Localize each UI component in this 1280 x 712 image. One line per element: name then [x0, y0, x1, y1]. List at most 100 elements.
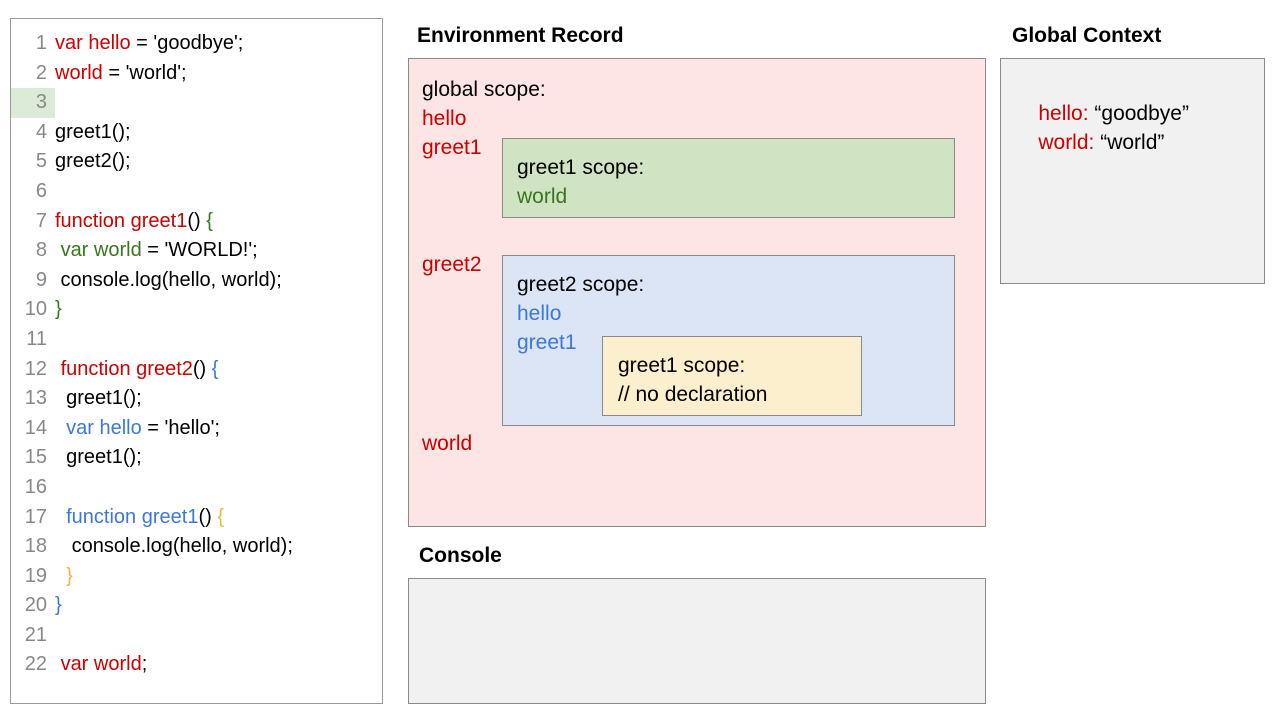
code-line-text: greet1();: [55, 443, 142, 473]
code-token: greet1();: [55, 120, 131, 143]
line-number: 19: [24, 564, 47, 587]
global-context-value-text: “goodbye”: [1094, 102, 1189, 125]
code-line[interactable]: 8 var world = 'WORLD!';: [11, 236, 382, 266]
code-token: var world: [60, 239, 142, 262]
code-token: var world: [60, 653, 142, 676]
code-line[interactable]: 17 function greet1() {: [11, 503, 382, 533]
global-context-value-text: “world”: [1100, 131, 1165, 154]
global-context-box: hello: “goodbye” world: “world”: [1000, 58, 1265, 284]
line-number: 9: [35, 268, 47, 291]
line-number: 1: [35, 32, 47, 54]
code-token: greet2();: [55, 150, 131, 173]
line-number: 16: [24, 475, 47, 498]
line-number: 15: [24, 446, 47, 469]
code-line[interactable]: 16: [11, 473, 382, 503]
code-line[interactable]: 1 var hello = 'goodbye';: [11, 29, 382, 59]
code-line-text: greet1();: [55, 384, 142, 414]
greet1-scope-box: greet1 scope: world: [502, 138, 955, 218]
code-token: }: [55, 298, 62, 321]
console-box[interactable]: [408, 578, 986, 704]
code-line-text: }: [55, 295, 62, 325]
code-line[interactable]: 15 greet1();: [11, 443, 382, 473]
code-token: var hello: [55, 32, 131, 54]
line-number: 20: [24, 594, 47, 617]
code-token: [55, 506, 66, 528]
global-context-title: Global Context: [1012, 24, 1162, 47]
line-number: 4: [35, 120, 47, 143]
code-line-text: var hello = 'hello';: [55, 414, 220, 444]
line-number: 8: [35, 239, 47, 262]
code-token: }: [55, 594, 62, 617]
code-line-text: greet1();: [55, 118, 131, 148]
console-title: Console: [419, 544, 502, 567]
line-number: 5: [35, 150, 47, 173]
code-line[interactable]: 13 greet1();: [11, 384, 382, 414]
code-token: }: [66, 564, 73, 587]
code-line[interactable]: 19 }: [11, 562, 382, 592]
code-line[interactable]: 22 var world;: [11, 650, 382, 680]
binding-greet2: greet2: [422, 253, 482, 276]
code-line[interactable]: 12 function greet2() {: [11, 355, 382, 385]
code-line[interactable]: 21: [11, 621, 382, 651]
code-line-text: function greet1() {: [55, 503, 224, 533]
code-token: console.log(hello, world);: [55, 268, 282, 291]
code-line[interactable]: 4 greet1();: [11, 118, 382, 148]
code-line-text: var hello = 'goodbye';: [55, 29, 243, 59]
global-context-entry: hello: “goodbye”: [1015, 78, 1189, 150]
code-token: world: [55, 61, 103, 84]
binding-hello: hello: [422, 107, 467, 130]
code-token: [55, 417, 66, 439]
code-line-text: var world;: [55, 650, 148, 680]
code-token: var hello: [66, 416, 142, 439]
line-number: 10: [24, 298, 47, 321]
code-line[interactable]: 9 console.log(hello, world);: [11, 266, 382, 296]
binding-world: world: [422, 432, 473, 455]
greet1-scope-binding-world: world: [517, 185, 568, 208]
code-token: (): [187, 209, 207, 232]
code-token: {: [217, 505, 225, 528]
code-token: {: [206, 209, 213, 232]
code-line[interactable]: 11: [11, 325, 382, 355]
code-token: = 'WORLD!';: [141, 239, 258, 262]
code-line[interactable]: 7 function greet1() {: [11, 207, 382, 237]
code-line[interactable]: 14 var hello = 'hello';: [11, 414, 382, 444]
code-line-text: var world = 'WORLD!';: [55, 236, 258, 266]
code-line-text: }: [55, 591, 62, 621]
line-number: 3: [11, 88, 55, 118]
line-number: 18: [24, 535, 47, 558]
code-line[interactable]: 18 console.log(hello, world);: [11, 532, 382, 562]
global-context-entry: world: “world”: [1015, 107, 1164, 179]
line-number: 7: [35, 209, 47, 232]
code-token: ;: [141, 653, 148, 676]
line-number: 22: [24, 653, 47, 676]
line-number: 11: [26, 327, 47, 350]
code-token: function greet2: [60, 357, 193, 380]
greet2-scope-title: greet2 scope:: [517, 273, 645, 296]
code-line-text: console.log(hello, world);: [55, 532, 293, 562]
code-token: greet1();: [55, 446, 142, 469]
line-number: 13: [24, 387, 47, 410]
code-line[interactable]: 6: [11, 177, 382, 207]
code-line-text: function greet1() {: [55, 207, 213, 237]
code-line[interactable]: 3: [11, 88, 382, 118]
greet1-scope-title: greet1 scope:: [517, 156, 645, 179]
greet1-inner-scope-note: // no declaration: [618, 383, 768, 406]
code-line[interactable]: 5 greet2();: [11, 147, 382, 177]
code-line-text: world = 'world';: [55, 59, 187, 89]
greet2-scope-box: greet2 scope: hello greet1 greet1 scope:…: [502, 255, 955, 426]
line-number: 12: [24, 357, 47, 380]
code-token: [55, 565, 66, 587]
code-token: function greet1: [55, 209, 188, 232]
greet2-scope-binding-greet1: greet1: [517, 331, 577, 354]
line-number: 6: [35, 179, 47, 202]
global-context-key: hello:: [1038, 102, 1089, 125]
code-token: console.log(hello, world);: [55, 535, 293, 558]
code-token: (): [198, 505, 218, 528]
code-line[interactable]: 10}: [11, 295, 382, 325]
code-line[interactable]: 20}: [11, 591, 382, 621]
code-token: function greet1: [66, 505, 199, 528]
line-number: 17: [24, 505, 47, 528]
code-token: = 'hello';: [141, 416, 220, 439]
